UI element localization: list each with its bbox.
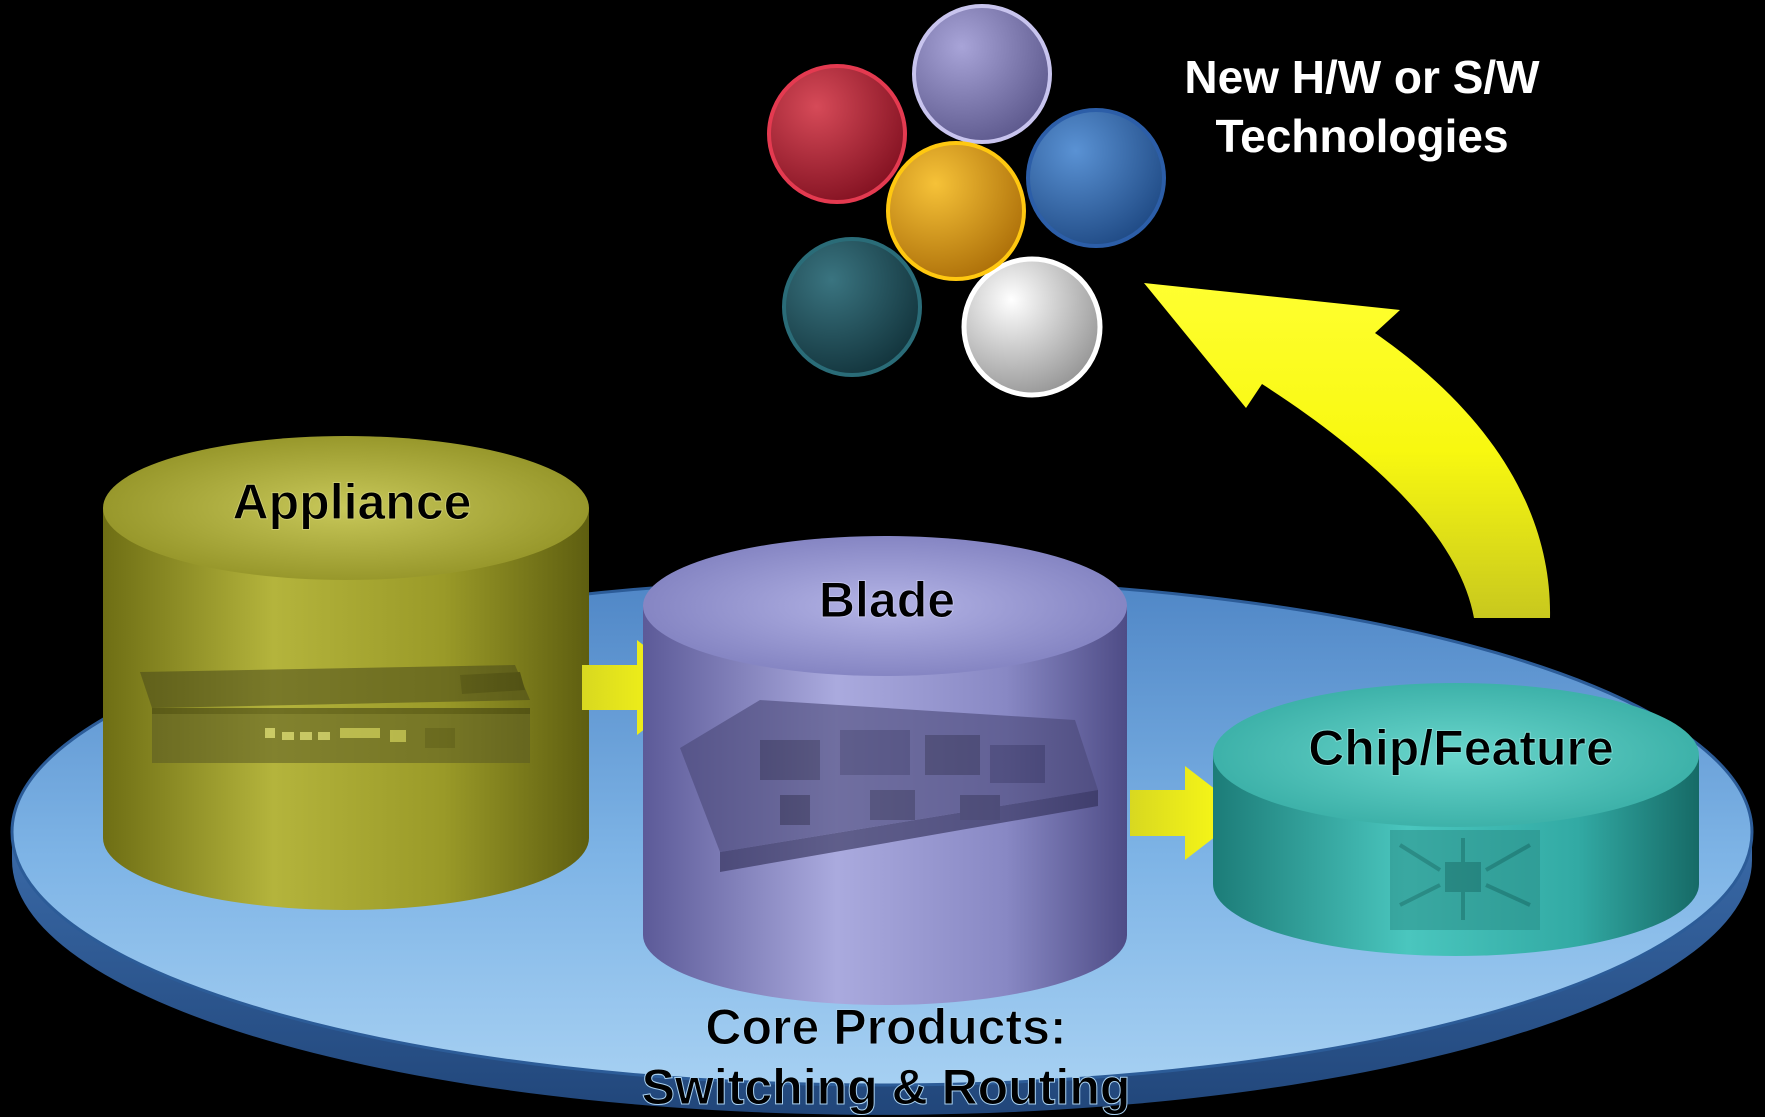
blue-circle [1026, 108, 1166, 248]
blade-cylinder [643, 536, 1127, 1005]
curved-arrow-to-technologies [1144, 283, 1551, 618]
chip-icon [1390, 830, 1540, 930]
chip-feature-cylinder [1213, 683, 1699, 956]
red-circle [767, 64, 907, 204]
platform-label-line2: Switching & Routing [642, 1059, 1131, 1115]
platform-label-line1: Core Products: [705, 999, 1066, 1055]
tech-label-line2: Technologies [1215, 110, 1508, 162]
appliance-cylinder [103, 436, 589, 910]
teal-circle [782, 237, 922, 377]
blade-label: Blade [819, 572, 955, 628]
blade-board-icon [680, 700, 1098, 872]
arrow-blade-to-chip [1130, 766, 1246, 860]
appliance-label: Appliance [233, 474, 472, 530]
white-circle [961, 256, 1103, 398]
gold-circle [886, 141, 1026, 281]
technology-circles [767, 4, 1166, 398]
tech-label-line1: New H/W or S/W [1184, 51, 1540, 103]
lavender-circle [912, 4, 1052, 144]
chip-feature-label: Chip/Feature [1308, 720, 1614, 776]
arrow-appliance-to-blade [582, 640, 698, 735]
appliance-hardware-icon [140, 665, 530, 763]
